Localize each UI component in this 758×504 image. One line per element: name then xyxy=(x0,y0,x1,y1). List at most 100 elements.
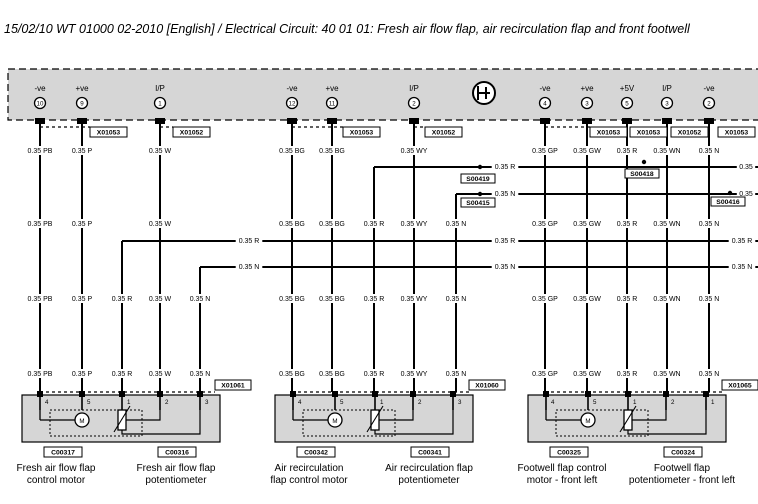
wire-label: 0.35 GW xyxy=(573,221,601,228)
wire-label-bg xyxy=(360,219,388,228)
connector-label: X01053 xyxy=(725,130,749,137)
component-lead xyxy=(379,410,414,421)
hvac-module-box xyxy=(7,68,758,121)
wire-label-bg xyxy=(398,146,430,155)
connector-label: X01053 xyxy=(97,130,121,137)
motor-symbol: M xyxy=(79,418,84,425)
motor-id-label: C00325 xyxy=(557,450,581,457)
pot-name-line2: potentiometer xyxy=(145,475,207,486)
component-pin-number: 4 xyxy=(298,399,302,406)
wire-label-bg xyxy=(651,146,683,155)
pot-name-line1: Footwell flap xyxy=(654,463,711,474)
wire-label-bg xyxy=(695,146,723,155)
wire-label: 0.35 N xyxy=(446,371,467,378)
component-id-tag xyxy=(43,446,83,458)
splice-dot xyxy=(477,164,483,170)
component-id-tag xyxy=(410,446,450,458)
component-id-tag xyxy=(663,446,703,458)
component-pin-number: 5 xyxy=(593,399,597,406)
wire-label: 0.35 WN xyxy=(653,296,680,303)
splice-label: S00418 xyxy=(630,171,654,178)
splice-label: S00416 xyxy=(716,199,740,206)
connector-tag xyxy=(629,126,668,138)
wire-label: 0.35 GW xyxy=(573,296,601,303)
wire-label-bg xyxy=(571,146,603,155)
pin-number: 3 xyxy=(585,101,589,108)
pin-circle xyxy=(620,96,634,110)
wire-label-bg xyxy=(108,369,136,378)
component-terminal xyxy=(290,391,296,397)
splice-tag xyxy=(624,168,660,179)
component-outline xyxy=(302,409,396,437)
component-terminal xyxy=(79,391,85,397)
pin-circle xyxy=(660,96,674,110)
connector-tag xyxy=(468,379,506,391)
pin-circle xyxy=(75,96,89,110)
wire-label-bg xyxy=(276,294,308,303)
pin-polarity: -ve xyxy=(286,84,298,93)
page-title: 15/02/10 WT 01000 02-2010 [English] / El… xyxy=(4,22,691,36)
wire-label-bg xyxy=(68,294,96,303)
component-outline xyxy=(49,409,143,437)
wire-label-bg xyxy=(695,369,723,378)
wire-label-bg xyxy=(316,219,348,228)
pot-name-line1: Fresh air flow flap xyxy=(137,463,216,474)
pot-id-label: C00316 xyxy=(165,450,189,457)
pin-terminal xyxy=(662,118,672,124)
pin-terminal xyxy=(77,118,87,124)
wire-label: 0.35 N xyxy=(190,371,211,378)
wire-label: 0.35 WY xyxy=(401,371,428,378)
pin-circle xyxy=(33,96,47,110)
motor-name-line2: control motor xyxy=(27,475,86,486)
pin-polarity: I/P xyxy=(662,84,672,93)
wire-label-bg xyxy=(651,219,683,228)
wire-label: 0.35 PB xyxy=(28,371,53,378)
component-pin-number: 5 xyxy=(87,399,91,406)
pot-name-line2: potentiometer - front left xyxy=(629,475,735,486)
wire-label-bg xyxy=(24,219,56,228)
pin-terminal xyxy=(155,118,165,124)
wire-label: 0.35 R xyxy=(617,371,638,378)
wire-label: 0.35 GP xyxy=(532,371,558,378)
wire-label: 0.35 W xyxy=(149,371,172,378)
component-terminal xyxy=(332,391,338,397)
wire-label-bg xyxy=(316,146,348,155)
wire-label-bg xyxy=(146,369,174,378)
wire-label: 0.35 N xyxy=(446,221,467,228)
pin-circle xyxy=(538,96,552,110)
pin-number: 12 xyxy=(289,101,296,108)
wire-label: 0.35 BG xyxy=(279,221,305,228)
pin-terminal xyxy=(327,118,337,124)
wire-label-bg xyxy=(24,294,56,303)
wire-label: 0.35 N xyxy=(190,296,211,303)
motor-id-label: C00317 xyxy=(51,450,75,457)
wire-label: 0.35 WN xyxy=(653,371,680,378)
wire-label-bg xyxy=(146,146,174,155)
wire-label: 0.35 BG xyxy=(319,371,345,378)
component-id-tag xyxy=(549,446,589,458)
wire-label-bg xyxy=(613,369,641,378)
wire-label: 0.35 PB xyxy=(28,296,53,303)
splice-label: S00415 xyxy=(466,200,490,207)
component-terminal xyxy=(157,391,163,397)
wire-label-bg xyxy=(235,261,263,270)
wire-label-bg xyxy=(146,294,174,303)
component-pin-number: 1 xyxy=(711,399,715,406)
connector-tag xyxy=(721,379,758,391)
component-outline xyxy=(555,409,649,437)
component-terminal xyxy=(625,391,631,397)
bus-label: 0.35 N xyxy=(495,264,516,271)
pin-polarity: +ve xyxy=(75,84,89,93)
pin-terminal xyxy=(540,118,550,124)
pin-circle xyxy=(702,96,716,110)
wire-label-bg xyxy=(736,188,756,197)
pin-circle xyxy=(153,96,167,110)
motor-symbol: M xyxy=(332,418,337,425)
pin-polarity: +ve xyxy=(580,84,594,93)
pin-terminal xyxy=(409,118,419,124)
wire-label-bg xyxy=(491,188,519,197)
